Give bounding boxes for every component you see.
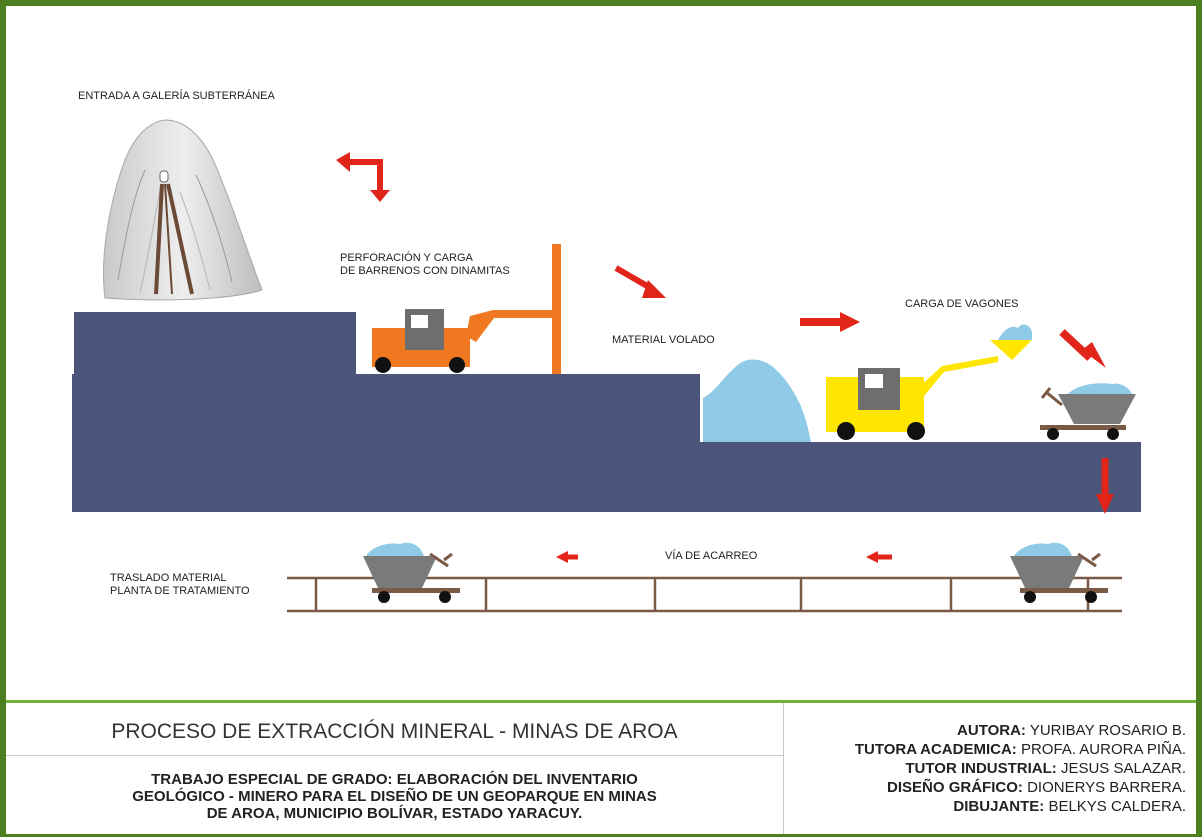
ore-cart-upper — [1040, 383, 1136, 440]
poster-title: PROCESO DE EXTRACCIÓN MINERAL - MINAS DE… — [111, 720, 678, 743]
loader-machine — [826, 324, 1032, 440]
credit-name: YURIBAY ROSARIO B. — [1029, 722, 1186, 739]
credit-name: BELKYS CALDERA. — [1048, 798, 1186, 815]
credit-name: DIONERYS BARRERA. — [1027, 779, 1186, 796]
mining-process-diagram — [72, 119, 1141, 613]
label-blasted-material: MATERIAL VOLADO — [612, 334, 715, 346]
arrow-corner-icon — [336, 152, 390, 202]
arrow-down-right-icon — [1059, 329, 1106, 368]
arrow-down-right-icon — [614, 265, 666, 298]
project-subtitle: TRABAJO ESPECIAL DE GRADO: ELABORACIÓN D… — [6, 771, 783, 822]
credit-role: TUTOR INDUSTRIAL: — [905, 760, 1057, 777]
credit-role: DIBUJANTE: — [953, 798, 1045, 815]
subtitle-line: TRABAJO ESPECIAL DE GRADO: ELABORACIÓN D… — [151, 771, 638, 788]
credits-list: AUTORA: YURIBAY ROSARIO B. TUTORA ACADEM… — [855, 721, 1186, 816]
credit-name: JESUS SALAZAR. — [1060, 760, 1186, 777]
label-gallery-entrance: ENTRADA A GALERÍA SUBTERRÁNEA — [78, 90, 275, 102]
credit-row: AUTORA: YURIBAY ROSARIO B. — [855, 721, 1186, 740]
arrow-left-icon — [556, 551, 578, 563]
flow-arrows — [336, 152, 1114, 563]
arrow-left-icon — [866, 551, 892, 563]
ore-cart-rail-left — [363, 542, 460, 603]
title-block-divider — [783, 703, 784, 834]
label-wagon-loading: CARGA DE VAGONES — [905, 298, 1019, 310]
subtitle-line: GEOLÓGICO - MINERO PARA EL DISEÑO DE UN … — [132, 788, 657, 805]
credit-role: DISEÑO GRÁFICO: — [887, 779, 1023, 796]
label-drilling-line1: PERFORACIÓN Y CARGA — [340, 252, 473, 264]
terrain-profile — [72, 312, 1141, 512]
credit-row: DIBUJANTE: BELKYS CALDERA. — [855, 797, 1186, 816]
credit-row: DISEÑO GRÁFICO: DIONERYS BARRERA. — [855, 778, 1186, 797]
credit-role: AUTORA: — [957, 722, 1026, 739]
tunnel-entrance-illustration — [103, 119, 263, 301]
title-block: PROCESO DE EXTRACCIÓN MINERAL - MINAS DE… — [6, 700, 1196, 834]
label-haul-route: VÍA DE ACARREO — [665, 550, 758, 562]
label-transfer-line1: TRASLADO MATERIAL — [110, 572, 227, 584]
credit-name: PROFA. AURORA PIÑA. — [1020, 741, 1186, 758]
credit-row: TUTOR INDUSTRIAL: JESUS SALAZAR. — [855, 759, 1186, 778]
arrow-down-icon — [1096, 458, 1114, 514]
title-block-rule — [6, 755, 783, 756]
label-transfer-line2: PLANTA DE TRATAMIENTO — [110, 585, 250, 597]
blasted-ore-pile — [703, 359, 811, 442]
credit-role: TUTORA ACADEMICA: — [854, 741, 1017, 758]
arrow-right-icon — [800, 312, 860, 332]
ore-cart-rail-right — [1010, 542, 1108, 603]
subtitle-line: DE AROA, MUNICIPIO BOLÍVAR, ESTADO YARAC… — [206, 805, 583, 822]
credit-row: TUTORA ACADEMICA: PROFA. AURORA PIÑA. — [855, 740, 1186, 759]
drilling-rig — [372, 244, 561, 374]
label-drilling-line2: DE BARRENOS CON DINAMITAS — [340, 265, 510, 277]
